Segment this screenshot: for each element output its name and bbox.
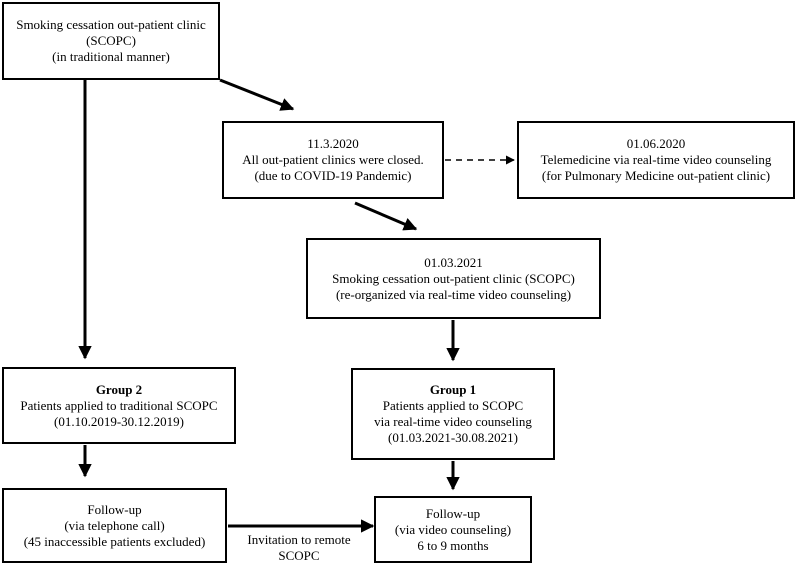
box-line: Telemedicine via real-time video counsel…	[540, 152, 772, 167]
box-telemedicine: 01.06.2020 Telemedicine via real-time vi…	[517, 121, 795, 199]
box-line: (via video counseling)	[394, 521, 512, 537]
box-line: (in traditional manner)	[52, 49, 170, 64]
box-line: (due to COVID-19 Pandemic)	[254, 168, 412, 183]
box-line: 6 to 9 months	[417, 537, 489, 553]
group-title: Group 1	[429, 382, 477, 397]
box-line: (via telephone call)	[64, 517, 165, 533]
box-group2: Group 2 Patients applied to traditional …	[2, 367, 236, 444]
box-line: 01.03.2021	[424, 254, 483, 270]
edge-label-line: SCOPC	[278, 548, 320, 563]
box-line: Smoking cessation out-patient clinic (SC…	[332, 270, 575, 286]
box-line: Follow-up	[425, 505, 481, 521]
box-clinics-closed: 11.3.2020 All out-patient clinics were c…	[222, 121, 444, 199]
box-line: (for Pulmonary Medicine out-patient clin…	[541, 168, 771, 183]
box-followup-phone: Follow-up (via telephone call) (45 inacc…	[2, 488, 227, 563]
edge-label-line: Invitation to remote	[247, 532, 351, 547]
box-line: All out-patient clinics were closed.	[242, 152, 424, 167]
box-line: (45 inaccessible patients excluded)	[23, 533, 206, 549]
box-line: (SCOPC)	[86, 33, 136, 48]
edge-label-invitation: Invitation to remote SCOPC	[228, 532, 370, 564]
box-line: 11.3.2020	[307, 136, 359, 151]
box-scopc-traditional: Smoking cessation out-patient clinic (SC…	[2, 2, 220, 80]
box-line: (01.10.2019-30.12.2019)	[54, 413, 184, 429]
box-line: via real-time video counseling	[374, 414, 532, 429]
box-line: (01.03.2021-30.08.2021)	[388, 430, 518, 445]
box-line: Patients applied to traditional SCOPC	[20, 397, 218, 413]
box-line: (re-organized via real-time video counse…	[335, 286, 572, 302]
arrow-scopc-to-closed	[219, 78, 295, 111]
box-line: Patients applied to SCOPC	[382, 398, 524, 413]
box-line: 01.06.2020	[626, 136, 686, 151]
box-line: Smoking cessation out-patient clinic	[16, 17, 206, 32]
box-line: Follow-up	[87, 501, 142, 517]
box-group1: Group 1 Patients applied to SCOPC via re…	[351, 368, 555, 460]
arrow-closed-to-reorganized	[354, 201, 418, 231]
box-followup-video: Follow-up (via video counseling) 6 to 9 …	[374, 496, 532, 563]
group-title: Group 2	[95, 381, 143, 397]
box-scopc-reorganized: 01.03.2021 Smoking cessation out-patient…	[306, 238, 601, 319]
